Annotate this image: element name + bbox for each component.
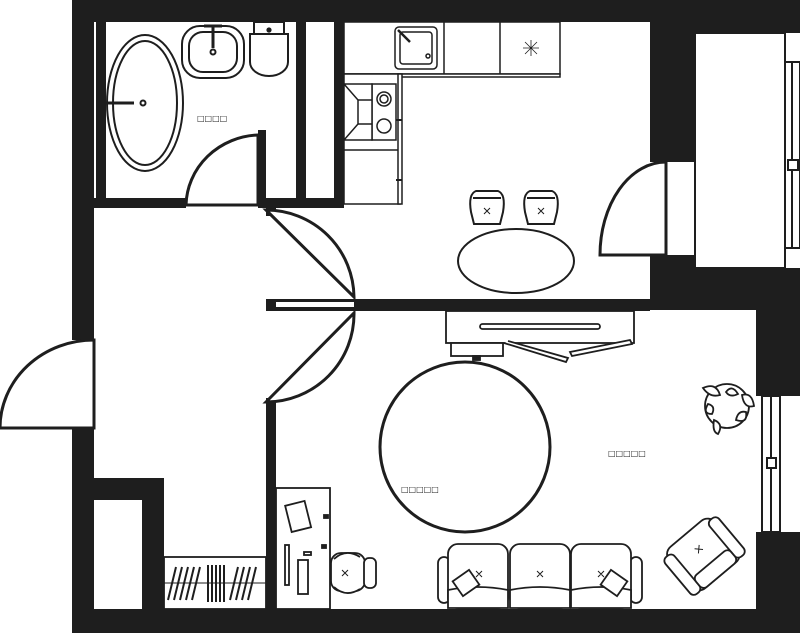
interior-walls [94, 22, 650, 613]
duct-wall-a [296, 22, 306, 208]
wall-bottom [72, 609, 800, 633]
wall-right-kitchen [650, 0, 695, 162]
door-swing-icon [262, 309, 356, 404]
bedroom-label: □□□□□ [401, 485, 439, 494]
office-chair-icon [330, 552, 377, 594]
bath-wall-left-inner [96, 22, 106, 205]
fridge-icon [523, 40, 539, 56]
kitchen-counter-icon [343, 21, 561, 75]
wall-right-mid [695, 268, 800, 310]
door-swing-icon [0, 338, 96, 430]
plant-icon [701, 383, 756, 436]
door-swing-icon [184, 133, 260, 207]
sofa-icon [437, 543, 643, 609]
bar-stool-icon [523, 190, 559, 225]
balcony-area [694, 32, 786, 269]
wall-top [72, 0, 695, 22]
dining-set [457, 190, 575, 294]
exterior-walls [72, 0, 800, 633]
partition-slot [276, 302, 354, 307]
door-swing-icon [598, 160, 668, 257]
bathroom [106, 21, 289, 172]
kitchen [343, 21, 561, 205]
closet-block-side [142, 478, 164, 613]
study-area [275, 487, 377, 610]
wardrobe-icon [163, 556, 267, 610]
wall-left-upper [72, 0, 94, 340]
round-rug-icon [378, 360, 552, 534]
door-swing-icon [262, 208, 356, 301]
wall-left-lower [72, 428, 94, 633]
partition-wall [266, 299, 650, 311]
living-room [378, 310, 756, 609]
dining-table-icon [457, 228, 575, 294]
wall-right-top [695, 0, 800, 33]
toilet-icon [249, 33, 289, 77]
bath-wall-bottom-left [94, 198, 186, 208]
bedroom-wall-left [266, 398, 276, 613]
bath-wall-right [258, 130, 266, 208]
armchair-icon [663, 516, 746, 596]
doors [0, 133, 668, 430]
wall-right-living-lower [756, 532, 800, 612]
bar-stool-icon [469, 190, 505, 225]
wall-right-living [756, 310, 800, 396]
bathroom-label: □□□□ [197, 114, 227, 123]
windows [761, 61, 800, 533]
range-hood-icon [343, 83, 373, 141]
wall-right-balcony-side [650, 255, 695, 310]
duct-wall-b [334, 22, 344, 208]
living-room-label: □□□□□ [608, 449, 646, 458]
